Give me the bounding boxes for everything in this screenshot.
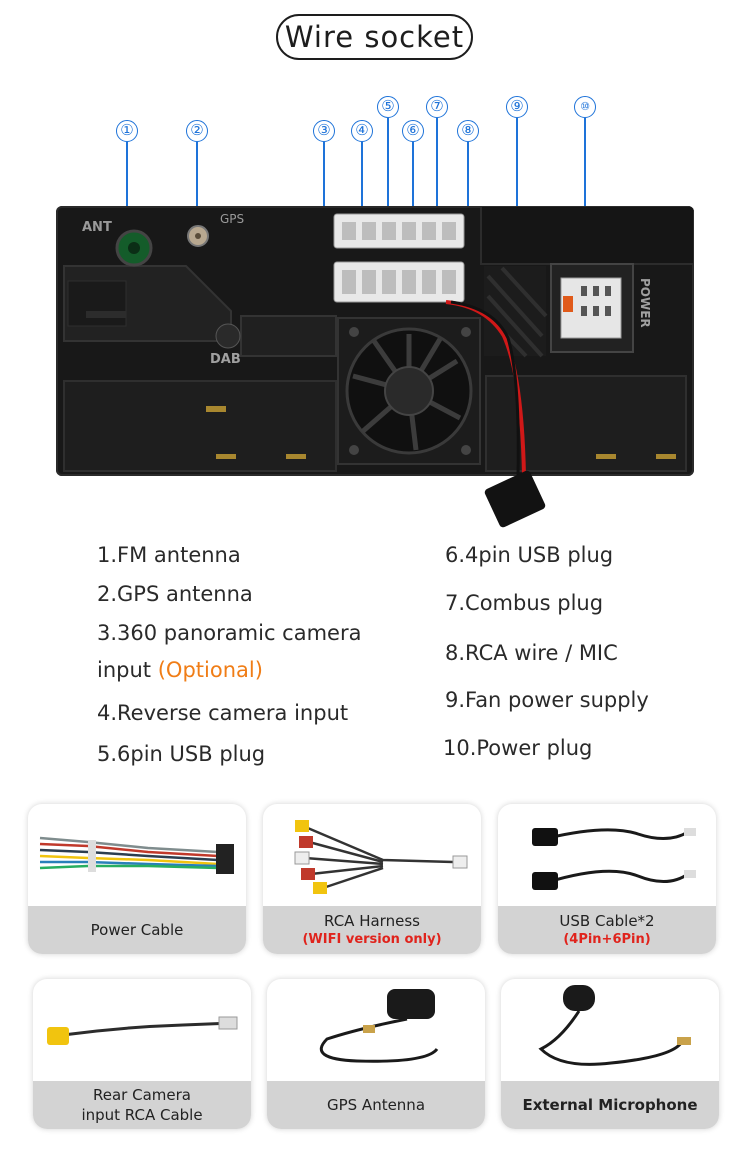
dab-label: DAB: [210, 352, 241, 367]
caption-rca-harness: RCA Harness (WIFI version only): [263, 906, 481, 954]
leader-line-2: [196, 142, 198, 224]
callout-5: ⑤: [377, 96, 399, 118]
callout-7: ⑦: [426, 96, 448, 118]
legend-item-9: 9.Fan power supply: [445, 688, 649, 712]
accessory-label: Power Cable: [90, 921, 184, 939]
legend-item-6: 6.4pin USB plug: [445, 543, 614, 567]
leader-line-7: [436, 118, 438, 218]
legend-item-3: 3.360 panoramic camera: [97, 621, 362, 645]
ant-label: ANT: [82, 220, 112, 235]
legend-item-8: 8.RCA wire / MIC: [445, 641, 618, 665]
leader-line-6: [412, 142, 414, 218]
accessory-card-gps-antenna: GPS Antenna: [267, 979, 485, 1129]
accessory-label: GPS Antenna: [326, 1096, 426, 1114]
legend-item-3-cont: input (Optional): [97, 658, 263, 682]
accessory-note: (4Pin+6Pin): [563, 932, 651, 947]
leader-line-4: [361, 142, 363, 218]
accessory-label: Rear Camera input RCA Cable: [81, 1086, 203, 1124]
accessory-card-rca-harness: RCA Harness (WIFI version only): [263, 804, 481, 954]
caption-power-cable: Power Cable: [28, 906, 246, 954]
rear-panel-illustration: [63, 206, 694, 476]
caption-microphone: External Microphone: [501, 1081, 719, 1129]
rca-harness-image: [294, 820, 468, 894]
legend-item-3-input: input: [97, 658, 152, 682]
leader-line-5: [387, 118, 389, 218]
callout-1: ①: [116, 120, 138, 142]
accessory-label: RCA Harness: [324, 912, 420, 930]
rear-camera-cable-image: [47, 1016, 238, 1045]
callout-8: ⑧: [457, 120, 479, 142]
accessory-card-microphone: External Microphone: [501, 979, 719, 1129]
microphone-image: [538, 985, 691, 1066]
fan-power-plug: [483, 469, 547, 529]
leader-line-1: [126, 142, 128, 238]
legend-item-4: 4.Reverse camera input: [97, 701, 349, 725]
legend-item-5: 5.6pin USB plug: [97, 742, 266, 766]
caption-rear-camera-cable: Rear Camera input RCA Cable: [33, 1081, 251, 1129]
callout-2: ②: [186, 120, 208, 142]
legend-item-7: 7.Combus plug: [445, 591, 604, 615]
accessory-card-rear-camera-cable: Rear Camera input RCA Cable: [33, 979, 251, 1129]
power-cable-image: [39, 836, 234, 874]
accessory-label: USB Cable*2: [559, 912, 655, 930]
accessory-note: (WIFI version only): [302, 932, 442, 947]
gps-antenna-image: [319, 989, 439, 1063]
head-unit-rear-panel: ANT GPS DAB POWER: [56, 206, 694, 476]
usb-cable-image: [532, 828, 696, 890]
legend-item-2: 2.GPS antenna: [97, 582, 253, 606]
legend-item-1: 1.FM antenna: [97, 543, 241, 567]
legend-item-10: 10.Power plug: [443, 736, 593, 760]
callout-3: ③: [313, 120, 335, 142]
gps-label: GPS: [220, 212, 245, 226]
callout-4: ④: [351, 120, 373, 142]
callout-9: ⑨: [506, 96, 528, 118]
page-title: Wire socket: [276, 14, 473, 60]
leader-line-10: [584, 118, 586, 273]
accessory-label: External Microphone: [522, 1096, 698, 1114]
callout-10: ⑩: [574, 96, 596, 118]
accessory-card-power-cable: Power Cable: [28, 804, 246, 954]
caption-gps-antenna: GPS Antenna: [267, 1081, 485, 1129]
optional-tag: (Optional): [157, 658, 263, 682]
callout-6: ⑥: [402, 120, 424, 142]
caption-usb-cable: USB Cable*2 (4Pin+6Pin): [498, 906, 716, 954]
accessory-card-usb-cable: USB Cable*2 (4Pin+6Pin): [498, 804, 716, 954]
power-label: POWER: [638, 278, 652, 328]
